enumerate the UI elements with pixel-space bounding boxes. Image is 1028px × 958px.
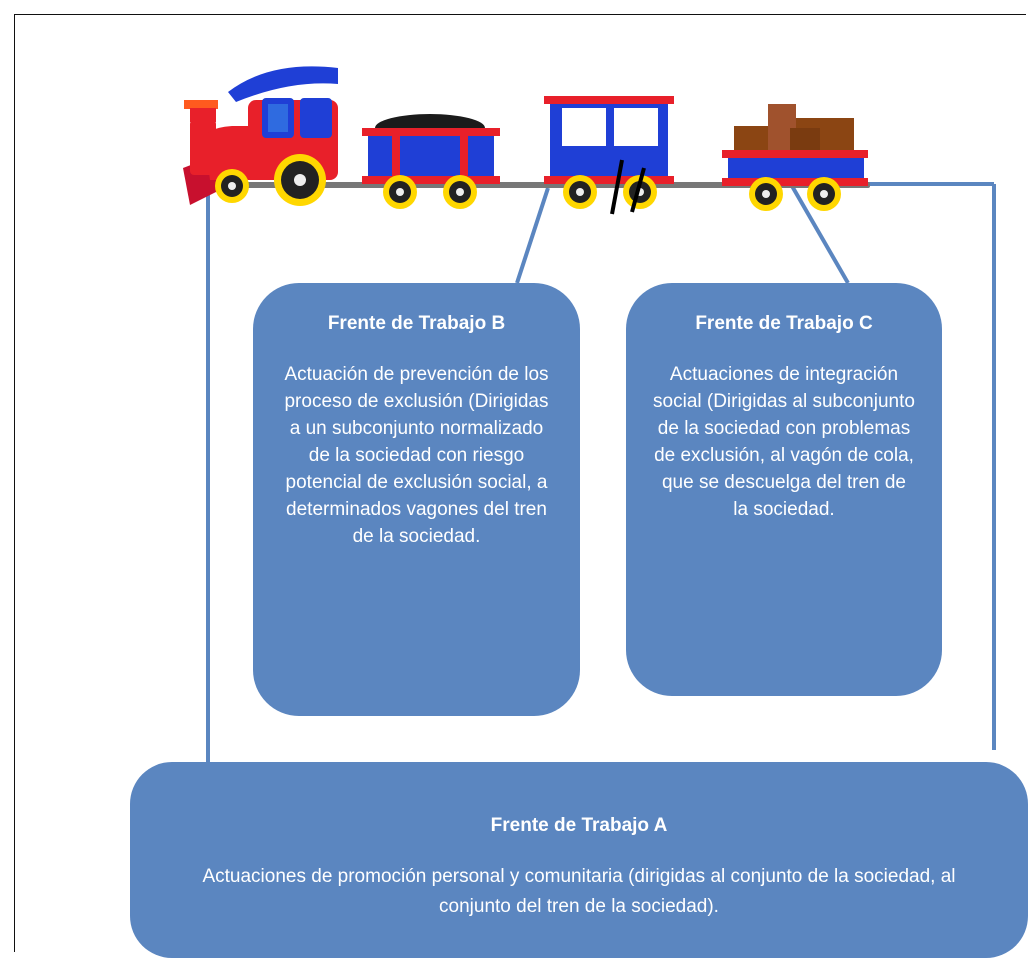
- front-c-title: Frente de Trabajo C: [695, 313, 873, 334]
- coal-wagon-icon: [362, 114, 500, 209]
- front-a-box: Frente de Trabajo A Actuaciones de promo…: [130, 762, 1028, 958]
- front-b-text: Actuación de prevención de los proceso d…: [284, 364, 549, 547]
- coupling-bar: [190, 182, 870, 188]
- front-b-title: Frente de Trabajo B: [327, 313, 506, 334]
- front-c-box: Frente de Trabajo C Actuaciones de integ…: [626, 283, 942, 696]
- front-c-text: Actuaciones de integración social (Dirig…: [653, 364, 915, 520]
- front-a-title: Frente de Trabajo A: [490, 815, 668, 836]
- passenger-wagon-icon: [544, 96, 674, 209]
- connector-c: [790, 185, 850, 284]
- uncoupling-mark-icon: [610, 159, 646, 215]
- connector-b: [515, 187, 550, 284]
- locomotive-icon: [183, 66, 338, 206]
- front-b-box: Frente de Trabajo B Actuación de prevenc…: [253, 283, 580, 716]
- front-a-text: Actuaciones de promoción personal y comu…: [202, 866, 956, 917]
- cargo-wagon-icon: [722, 104, 868, 211]
- diagram-frame: [14, 14, 1026, 952]
